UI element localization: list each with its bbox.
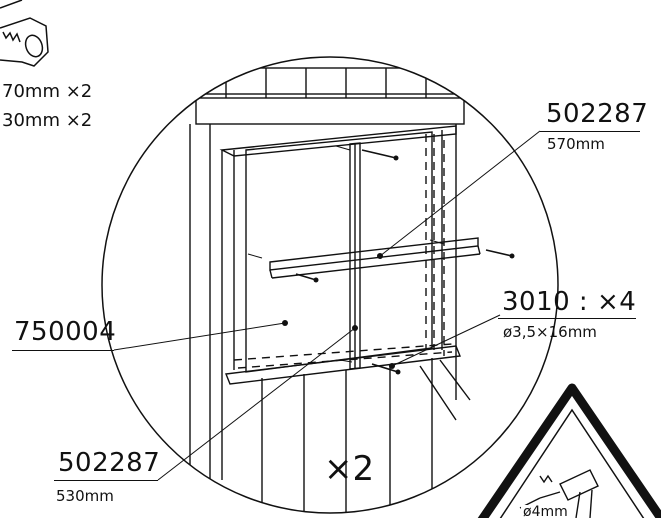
cut-length-1: 70mm ×2 bbox=[2, 81, 93, 102]
leader-lines bbox=[113, 130, 541, 481]
callout-top-length: 570mm bbox=[547, 135, 605, 153]
drill-icon bbox=[519, 469, 599, 518]
detail-circle bbox=[101, 56, 559, 514]
drill-warning-triangle bbox=[477, 383, 661, 518]
callout-panel-part: 750004 bbox=[14, 317, 117, 347]
callout-bottom-length: 530mm bbox=[56, 487, 114, 505]
callout-panel-underline bbox=[12, 350, 114, 351]
callout-top-part-number: 502287 bbox=[546, 99, 649, 129]
saw-icon bbox=[0, 0, 49, 67]
callout-bottom-underline bbox=[54, 480, 158, 481]
quantity-multiplier: ×2 bbox=[324, 449, 375, 489]
callout-screw-size: ø3,5×16mm bbox=[503, 323, 597, 341]
callout-top-underline bbox=[540, 131, 640, 132]
callout-screw-part: 3010 : ×4 bbox=[502, 287, 637, 317]
drill-bit-size: ø4mm bbox=[521, 504, 570, 520]
callout-bottom-part-number: 502287 bbox=[58, 448, 161, 478]
cut-length-2: 30mm ×2 bbox=[2, 110, 93, 131]
callout-screw-underline bbox=[498, 318, 636, 319]
